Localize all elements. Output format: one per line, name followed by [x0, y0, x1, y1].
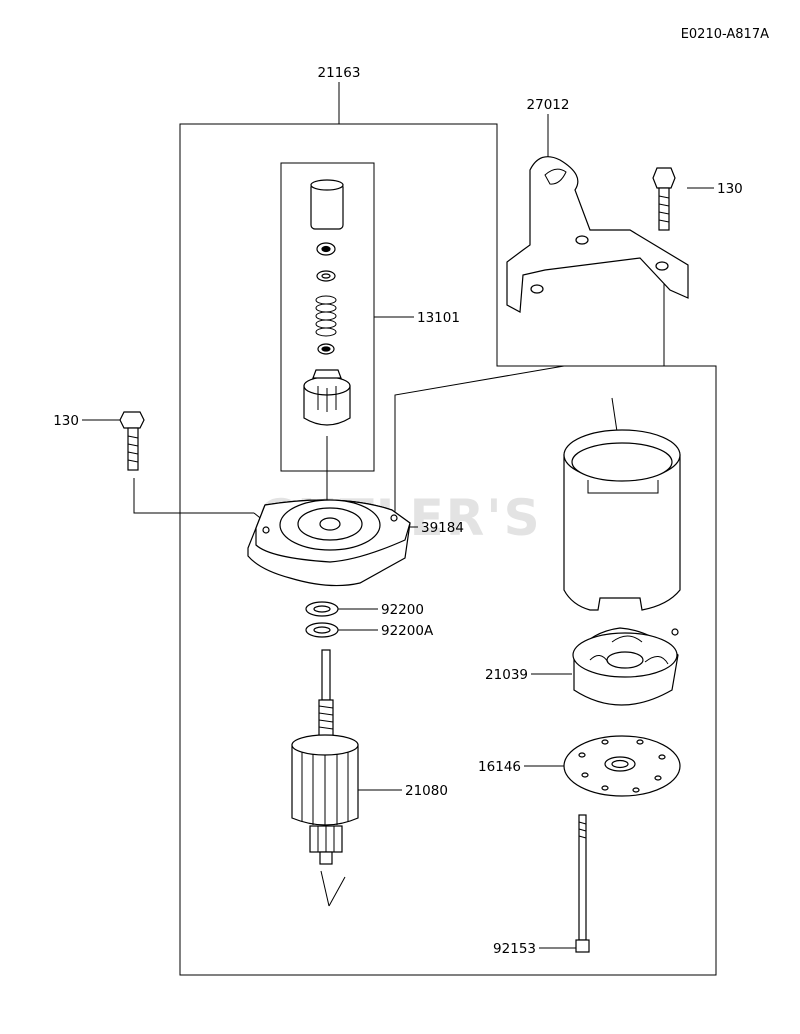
through-bolt-92153: [575, 814, 590, 953]
label-92153: 92153: [493, 941, 536, 957]
pinion-kit-parts: [303, 179, 351, 426]
reference-lines: [82, 114, 714, 949]
bolt-130-left: [119, 411, 145, 471]
label-92200A: 92200A: [381, 623, 434, 639]
end-plate-16146: [563, 735, 681, 797]
label-21039: 21039: [485, 667, 528, 683]
bracket-27012: [506, 156, 689, 313]
label-21080: 21080: [405, 783, 448, 799]
label-16146: 16146: [478, 759, 521, 775]
armature-21080: [291, 649, 359, 865]
label-130-right: 130: [717, 181, 743, 197]
label-92200: 92200: [381, 602, 424, 618]
label-27012: 27012: [527, 97, 570, 113]
label-13101: 13101: [417, 310, 460, 326]
label-39184: 39184: [421, 520, 464, 536]
label-21163: 21163: [318, 65, 361, 81]
brush-holder-21039: [572, 627, 679, 706]
label-130-left: 130: [53, 413, 79, 429]
part-labels: 21163 27012 130 13101 130 39184 92200 92…: [53, 65, 743, 957]
diagram-code: E0210-A817A: [681, 27, 769, 42]
bolt-130-right: [652, 167, 676, 231]
yoke-housing: [563, 429, 681, 611]
washers: [305, 601, 339, 638]
assembly-outline: [179, 82, 717, 976]
front-plate-39184: [247, 499, 411, 587]
